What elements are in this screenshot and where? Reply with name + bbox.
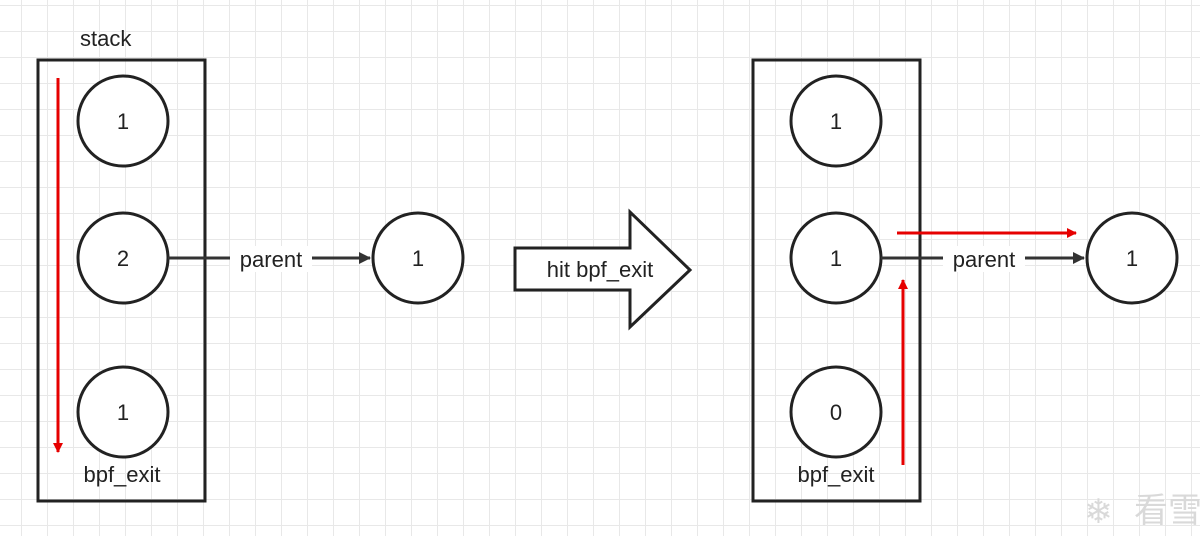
right-stack-node-1-label: 1 [830,109,842,134]
transition-arrow [513,208,693,331]
left-stack-title: stack [80,26,132,51]
right-stack-box [751,58,922,503]
left-stack-node-1 [76,74,170,168]
left-stack-node-3-label: 1 [117,400,129,425]
right-stack-node-1 [789,74,883,168]
left-stack-node-1-label: 1 [117,109,129,134]
right-parent-node-label: 1 [1126,246,1138,271]
left-parent-node [371,211,465,305]
left-stack-footer: bpf_exit [83,462,160,487]
right-stack-footer: bpf_exit [797,462,874,487]
left-stack-node-2-label: 2 [117,246,129,271]
right-parent-label: parent [953,247,1015,272]
right-stack-node-2-label: 1 [830,246,842,271]
watermark-snowflake-icon: ❄ [1084,493,1113,531]
right-stack-node-3 [789,365,883,459]
left-stack-node-3 [76,365,170,459]
transition-label: hit bpf_exit [547,257,653,282]
right-stack-node-3-label: 0 [830,400,842,425]
left-parent-label: parent [240,247,302,272]
right-parent-node [1085,211,1179,305]
watermark-text: 看雪 [1134,491,1200,531]
left-parent-node-label: 1 [412,246,424,271]
left-stack-box [36,58,207,503]
